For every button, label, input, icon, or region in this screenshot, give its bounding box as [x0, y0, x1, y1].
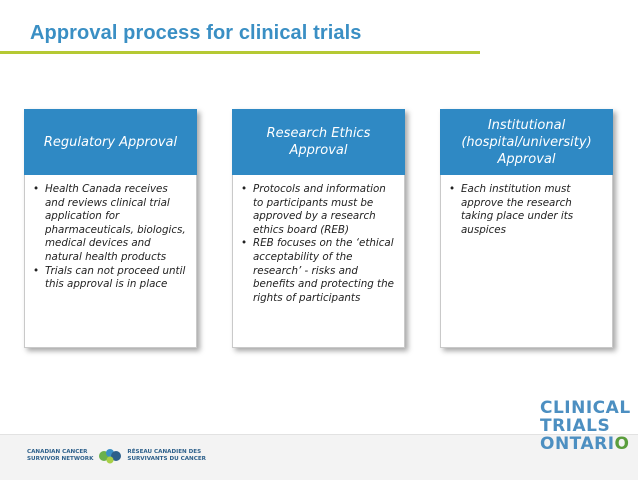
card-header: Regulatory Approval: [24, 109, 197, 175]
logo-text-line: CANADIAN CANCER: [27, 449, 88, 455]
logo-text-line: SURVIVOR NETWORK: [27, 456, 94, 462]
logo-text-line: TRIALS: [540, 416, 611, 436]
card-header-line: Regulatory Approval: [43, 134, 178, 150]
title-underline: [0, 51, 480, 54]
card-header-line: Research Ethics: [266, 126, 371, 141]
card-header-line: Institutional: [487, 117, 566, 133]
card-regulatory-approval: Regulatory Approval Health Canada receiv…: [24, 109, 197, 348]
clinical-trials-ontario-logo: CLINICAL TRIALS ONTARIO: [540, 399, 631, 453]
ccsn-emblem-icon: [99, 449, 122, 464]
logo-text-line: RÉSEAU CANADIEN DES: [127, 449, 202, 455]
bullet-item: Trials can not proceed until this approv…: [31, 265, 190, 292]
bullet-list: Each institution must approve the resear…: [447, 183, 606, 237]
slide-title: Approval process for clinical trials: [30, 22, 362, 44]
card-research-ethics-approval: Research Ethics Approval Protocols and i…: [232, 109, 405, 348]
bullet-item: Health Canada receives and reviews clini…: [31, 183, 190, 265]
card-header-line: (hospital/university): [461, 134, 592, 150]
card-institutional-approval: Institutional (hospital/university) Appr…: [440, 109, 613, 348]
bullet-list: Protocols and information to participant…: [239, 183, 398, 305]
ccsn-logo-french: RÉSEAU CANADIEN DES SURVIVANTS DU CANCER: [127, 449, 206, 463]
bullet-item: REB focuses on the ‘ethical acceptabilit…: [239, 237, 398, 305]
ccsn-logo-english: CANADIAN CANCER SURVIVOR NETWORK: [27, 449, 93, 463]
ccsn-logo: CANADIAN CANCER SURVIVOR NETWORK RÉSEAU …: [27, 446, 206, 466]
card-body: Health Canada receives and reviews clini…: [24, 175, 197, 348]
logo-text-line: ONTARIO: [540, 434, 630, 454]
logo-text-line: SURVIVANTS DU CANCER: [127, 456, 206, 462]
logo-text-line: CLINICAL: [540, 398, 631, 418]
card-header-line: Approval: [497, 151, 556, 167]
bullet-item: Protocols and information to participant…: [239, 183, 398, 237]
bullet-item: Each institution must approve the resear…: [447, 183, 606, 237]
card-body: Protocols and information to participant…: [232, 175, 405, 348]
card-header-line: Approval: [289, 143, 348, 158]
bullet-list: Health Canada receives and reviews clini…: [31, 183, 190, 292]
card-header: Research Ethics Approval: [232, 109, 405, 175]
card-body: Each institution must approve the resear…: [440, 175, 613, 348]
card-header: Institutional (hospital/university) Appr…: [440, 109, 613, 175]
